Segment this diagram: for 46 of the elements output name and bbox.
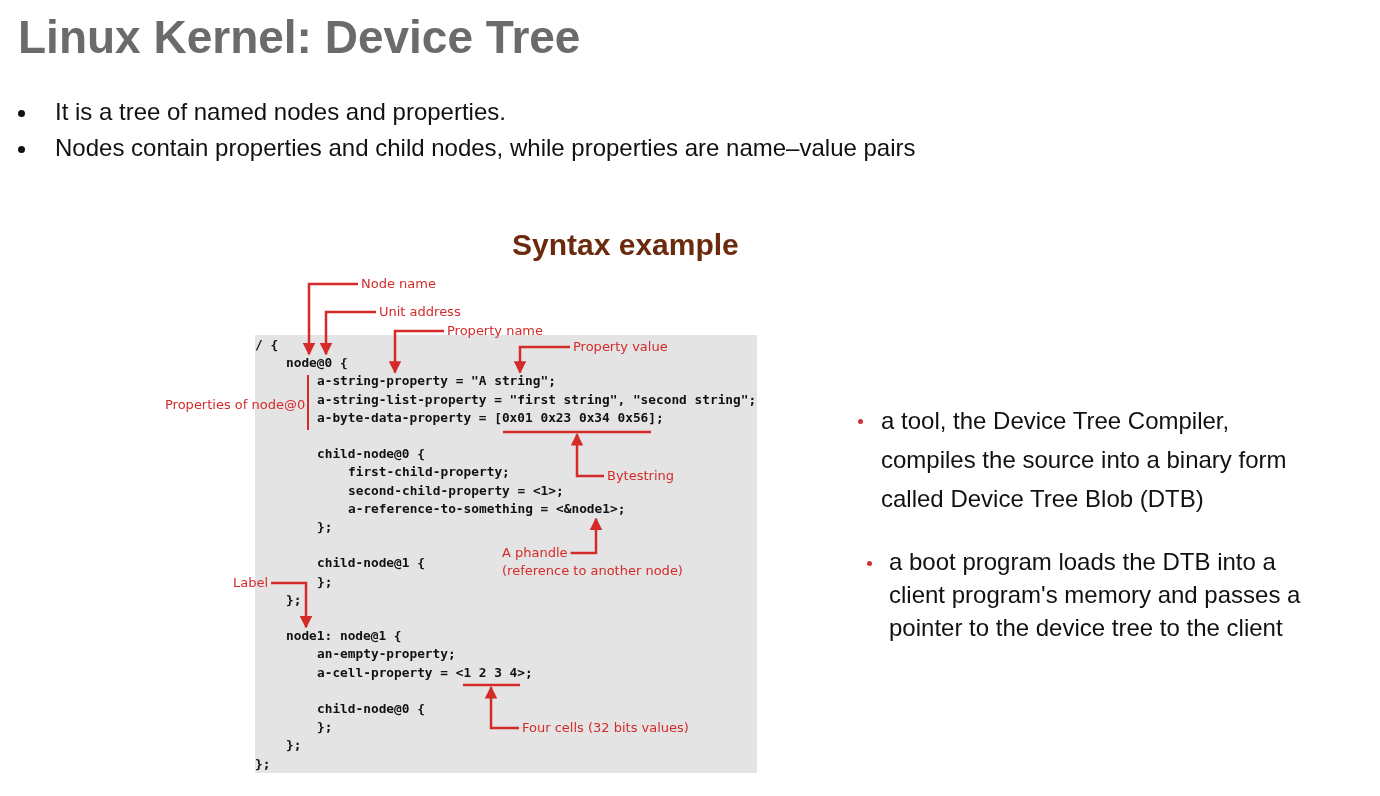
code-line: }; bbox=[317, 572, 333, 591]
code-line: child-node@0 { bbox=[317, 445, 425, 464]
leader-line bbox=[388, 329, 444, 374]
annotation-label: Node name bbox=[361, 275, 436, 293]
annotation-label: Properties of node@0 bbox=[165, 396, 306, 414]
underline-mark bbox=[503, 430, 651, 434]
code-line: child-node@1 { bbox=[317, 554, 425, 573]
annotation-label: (reference to another node) bbox=[502, 562, 683, 580]
section-heading: Syntax example bbox=[512, 228, 739, 262]
bullet-text: It is a tree of named nodes and properties. bbox=[55, 98, 506, 126]
annotation-label: Four cells (32 bits values) bbox=[522, 719, 689, 737]
annotation-label: Property name bbox=[447, 322, 543, 340]
annotation-label: Property value bbox=[573, 338, 668, 356]
code-line: }; bbox=[317, 518, 333, 536]
code-line: a-cell-property = <1 2 3 4>; bbox=[317, 663, 533, 682]
code-line: }; bbox=[317, 718, 333, 737]
slide-title: Linux Kernel: Device Tree bbox=[18, 10, 581, 64]
bullet-text: Nodes contain properties and child nodes, while properties are name–value pairs bbox=[55, 134, 916, 162]
code-line: node@0 { bbox=[286, 354, 348, 373]
leader-line bbox=[570, 517, 603, 555]
code-line: }; bbox=[286, 590, 302, 609]
annotation-label: Unit address bbox=[379, 303, 461, 321]
code-line: second-child-property = <1>; bbox=[348, 481, 564, 500]
leader-line bbox=[302, 282, 358, 356]
code-line: a-reference-to-something = <&node1>; bbox=[348, 499, 626, 518]
code-line: a-string-list-property = "first string", "second string"; bbox=[317, 390, 757, 409]
code-line: a-string-property = "A string"; bbox=[317, 372, 556, 391]
annotation-label: A phandle bbox=[502, 544, 568, 562]
underline-mark bbox=[463, 683, 520, 687]
leader-line bbox=[484, 686, 519, 730]
code-line: / { bbox=[255, 336, 279, 354]
bullet-text: a boot program loads the DTB into a client program's memory and passes a pointer to the device tree to the client bbox=[889, 547, 1302, 643]
leader-line bbox=[513, 345, 570, 374]
code-line: first-child-property; bbox=[348, 463, 510, 482]
leader-line bbox=[271, 581, 313, 629]
code-line: an-empty-property; bbox=[317, 645, 456, 664]
code-line: a-byte-data-property = [0x01 0x23 0x34 0x56]; bbox=[317, 408, 664, 427]
annotation-label: Bytestring bbox=[607, 467, 675, 485]
leader-line bbox=[319, 310, 376, 356]
code-line: }; bbox=[286, 736, 302, 755]
bullet-text: a tool, the Device Tree Compiler, compiles the source into a binary form called Device Tree Blob (DTB) bbox=[881, 406, 1288, 514]
annotation-label: Label bbox=[233, 574, 269, 592]
code-line: }; bbox=[255, 754, 271, 773]
code-line: child-node@0 { bbox=[317, 700, 425, 718]
code-line: node1: node@1 { bbox=[286, 627, 402, 646]
leader-line bbox=[570, 433, 604, 478]
